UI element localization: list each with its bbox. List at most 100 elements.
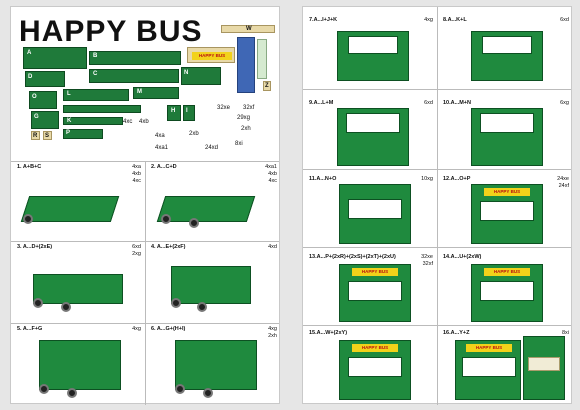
- hardware-label: 4xb: [139, 119, 149, 125]
- step-quantity: 4xg 2xh: [268, 326, 277, 339]
- step-quantity: 10xg: [421, 176, 433, 182]
- step-title: 10.A...M+N: [443, 100, 471, 106]
- step-quantity: 32xe 32xf: [421, 254, 433, 267]
- wheel-icon: [161, 214, 171, 224]
- part-c: C: [89, 69, 179, 83]
- happy-bus-sign: HAPPY BUS: [484, 188, 530, 196]
- step-quantity: 4xd: [268, 244, 277, 250]
- hardware-label: 32xe: [217, 105, 231, 111]
- step-title: 12.A...O+P: [443, 176, 471, 182]
- wheel-icon: [23, 214, 33, 224]
- happy-bus-sign: HAPPY BUS: [484, 268, 530, 276]
- bed-frame-illustration: [171, 266, 251, 304]
- hardware-label: 24xd: [205, 145, 219, 151]
- step-quantity: 4xg: [132, 326, 141, 332]
- wheel-icon: [175, 384, 185, 394]
- step-panel: 7.A...I+J+K 4xg 8.A...K+L 6xd: [303, 7, 571, 87]
- bus-bed-illustration: [471, 31, 543, 81]
- step-quantity: 6xg: [560, 100, 569, 106]
- step-title: 1. A+B+C: [17, 164, 42, 170]
- part-k: K: [63, 117, 123, 125]
- step-title: 4. A...E+(2xF): [151, 244, 186, 250]
- column-divider: [145, 161, 146, 405]
- column-divider: [437, 7, 438, 405]
- bed-frame-illustration: [156, 196, 256, 222]
- happy-bus-sign: HAPPY BUS: [352, 268, 398, 276]
- step-quantity: 24xe 24xf: [557, 176, 569, 189]
- step-quantity: 6xd: [560, 17, 569, 23]
- wheel-icon: [189, 218, 199, 228]
- instruction-page-right: 7.A...I+J+K 4xg 8.A...K+L 6xd 9.A...L+M …: [302, 6, 572, 405]
- bus-bed-illustration: [339, 184, 411, 244]
- part-m: M: [133, 87, 179, 99]
- bus-bed-photo: [523, 336, 565, 400]
- part-k-rail: [63, 105, 141, 113]
- part-p: P: [63, 129, 103, 139]
- step-panel: 11.A...N+O 10xg 12.A...O+P 24xe 24xf HAP…: [303, 169, 571, 247]
- step-title: 8.A...K+L: [443, 17, 467, 23]
- bus-bed-illustration: [471, 108, 543, 166]
- hardware-label: 32xf: [243, 105, 255, 111]
- wheel-icon: [197, 302, 207, 312]
- part-o: O: [29, 91, 57, 109]
- wheel-icon: [39, 384, 49, 394]
- step-title: 14.A...U+(2xW): [443, 254, 482, 260]
- step-quantity: 8xi: [561, 330, 569, 336]
- bus-bed-illustration: [337, 31, 409, 81]
- part-w: W: [221, 25, 275, 33]
- hardware-label: 4xa1: [155, 145, 169, 151]
- step-quantity: 6xd 2xg: [132, 244, 141, 257]
- part-b: B: [89, 51, 181, 65]
- hardware-label: 29xg: [237, 115, 251, 121]
- part-s: S: [43, 131, 52, 140]
- part-i: I: [183, 105, 195, 121]
- parts-overview: A B HAPPY BUS W D C N O L M G K H I P R …: [17, 25, 275, 159]
- part-a: A: [23, 47, 87, 69]
- wheel-icon: [203, 388, 213, 398]
- wheel-icon: [171, 298, 181, 308]
- part-mattress-print: [237, 37, 255, 93]
- hardware-label: 8xi: [235, 141, 243, 147]
- step-title: 11.A...N+O: [309, 176, 337, 182]
- bed-frame-illustration: [39, 340, 121, 390]
- bus-bed-illustration: HAPPY BUS: [471, 184, 543, 244]
- part-n: N: [181, 67, 221, 85]
- part-sign: HAPPY BUS: [187, 47, 235, 63]
- bus-bed-illustration: HAPPY BUS: [471, 264, 543, 322]
- step-panel: 3. A...D+(2xE) 6xd 2xg 4. A...E+(2xF) 4x…: [11, 241, 279, 323]
- part-ladder: [257, 39, 267, 79]
- bus-bed-illustration: HAPPY BUS: [339, 340, 411, 400]
- bed-frame-illustration: [175, 340, 257, 390]
- hardware-label: 2xb: [189, 131, 199, 137]
- step-title: 6. A...G+(H+I): [151, 326, 186, 332]
- bus-bed-illustration: HAPPY BUS: [339, 264, 411, 322]
- part-l: L: [63, 89, 129, 101]
- wheel-icon: [67, 388, 77, 398]
- step-title: 5. A...F+G: [17, 326, 43, 332]
- step-title: 9.A...L+M: [309, 100, 334, 106]
- step-title: 2. A...C+D: [151, 164, 177, 170]
- step-panel: 13.A...P+(2xR)+(2xS)+(2xT)+(2xU) 32xe 32…: [303, 247, 571, 325]
- hardware-label: 2xh: [241, 126, 251, 132]
- step-quantity: 4xa 4xb 4xc: [132, 164, 141, 184]
- hardware-label: 4xa: [155, 133, 165, 139]
- part-h: H: [167, 105, 181, 121]
- step-title: 15.A...W+(2xY): [309, 330, 348, 336]
- step-title: 13.A...P+(2xR)+(2xS)+(2xT)+(2xU): [309, 254, 396, 260]
- bus-bed-illustration: [337, 108, 409, 166]
- step-panel: 15.A...W+(2xY) HAPPY BUS 16.A...Y+Z 8xi …: [303, 325, 571, 405]
- bed-frame-illustration: [20, 196, 120, 222]
- step-title: 7.A...I+J+K: [309, 17, 338, 23]
- happy-bus-sign: HAPPY BUS: [466, 344, 512, 352]
- part-z: Z: [263, 81, 271, 91]
- step-panel: 5. A...F+G 4xg 6. A...G+(H+I) 4xg 2xh: [11, 323, 279, 405]
- step-quantity: 6xd: [424, 100, 433, 106]
- wheel-icon: [33, 298, 43, 308]
- wheel-icon: [61, 302, 71, 312]
- bus-bed-illustration: HAPPY BUS: [455, 340, 521, 400]
- instruction-page-left: HAPPY BUS A B HAPPY BUS W D C N O L M G …: [10, 6, 280, 405]
- part-g: G: [31, 111, 59, 129]
- part-r: R: [31, 131, 40, 140]
- hardware-label: 4xc: [123, 119, 133, 125]
- step-title: 16.A...Y+Z: [443, 330, 470, 336]
